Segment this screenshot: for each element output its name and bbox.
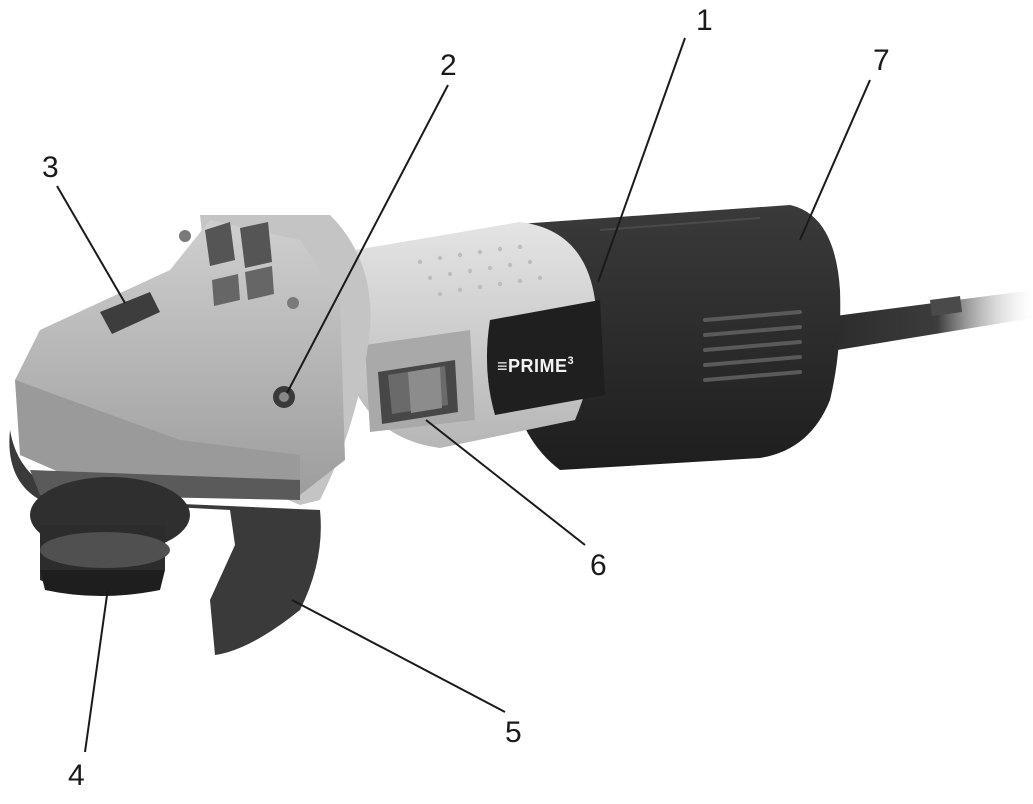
callout-5: 5 [505, 716, 522, 749]
callout-labels: 1 2 3 4 5 6 7 [42, 4, 890, 792]
screw-icon [287, 297, 299, 309]
callout-1: 1 [696, 4, 713, 37]
gear-head [15, 215, 371, 505]
leader-line-1 [597, 37, 686, 283]
callout-2: 2 [440, 49, 457, 82]
power-cord [820, 290, 1033, 352]
flange-nut [30, 477, 190, 596]
brand-badge: ≡PRIME3 [486, 300, 605, 415]
callout-6: 6 [590, 549, 607, 582]
callout-3: 3 [42, 151, 59, 184]
leader-line-3 [56, 185, 126, 304]
leader-line-6 [425, 419, 586, 546]
leader-line-2 [286, 84, 449, 394]
leader-line-7 [799, 79, 871, 241]
screw-icon [179, 230, 191, 242]
callout-7: 7 [873, 44, 890, 77]
leader-line-5 [291, 599, 506, 713]
leader-line-4 [84, 587, 109, 753]
on-off-switch [365, 330, 475, 432]
brand-logo-text: ≡PRIME3 [497, 355, 574, 376]
ventilation-slots [703, 310, 802, 382]
spindle-lock-button [100, 292, 160, 334]
callout-4: 4 [68, 759, 85, 792]
motor-housing [505, 205, 841, 470]
callout-leaders [56, 37, 871, 753]
